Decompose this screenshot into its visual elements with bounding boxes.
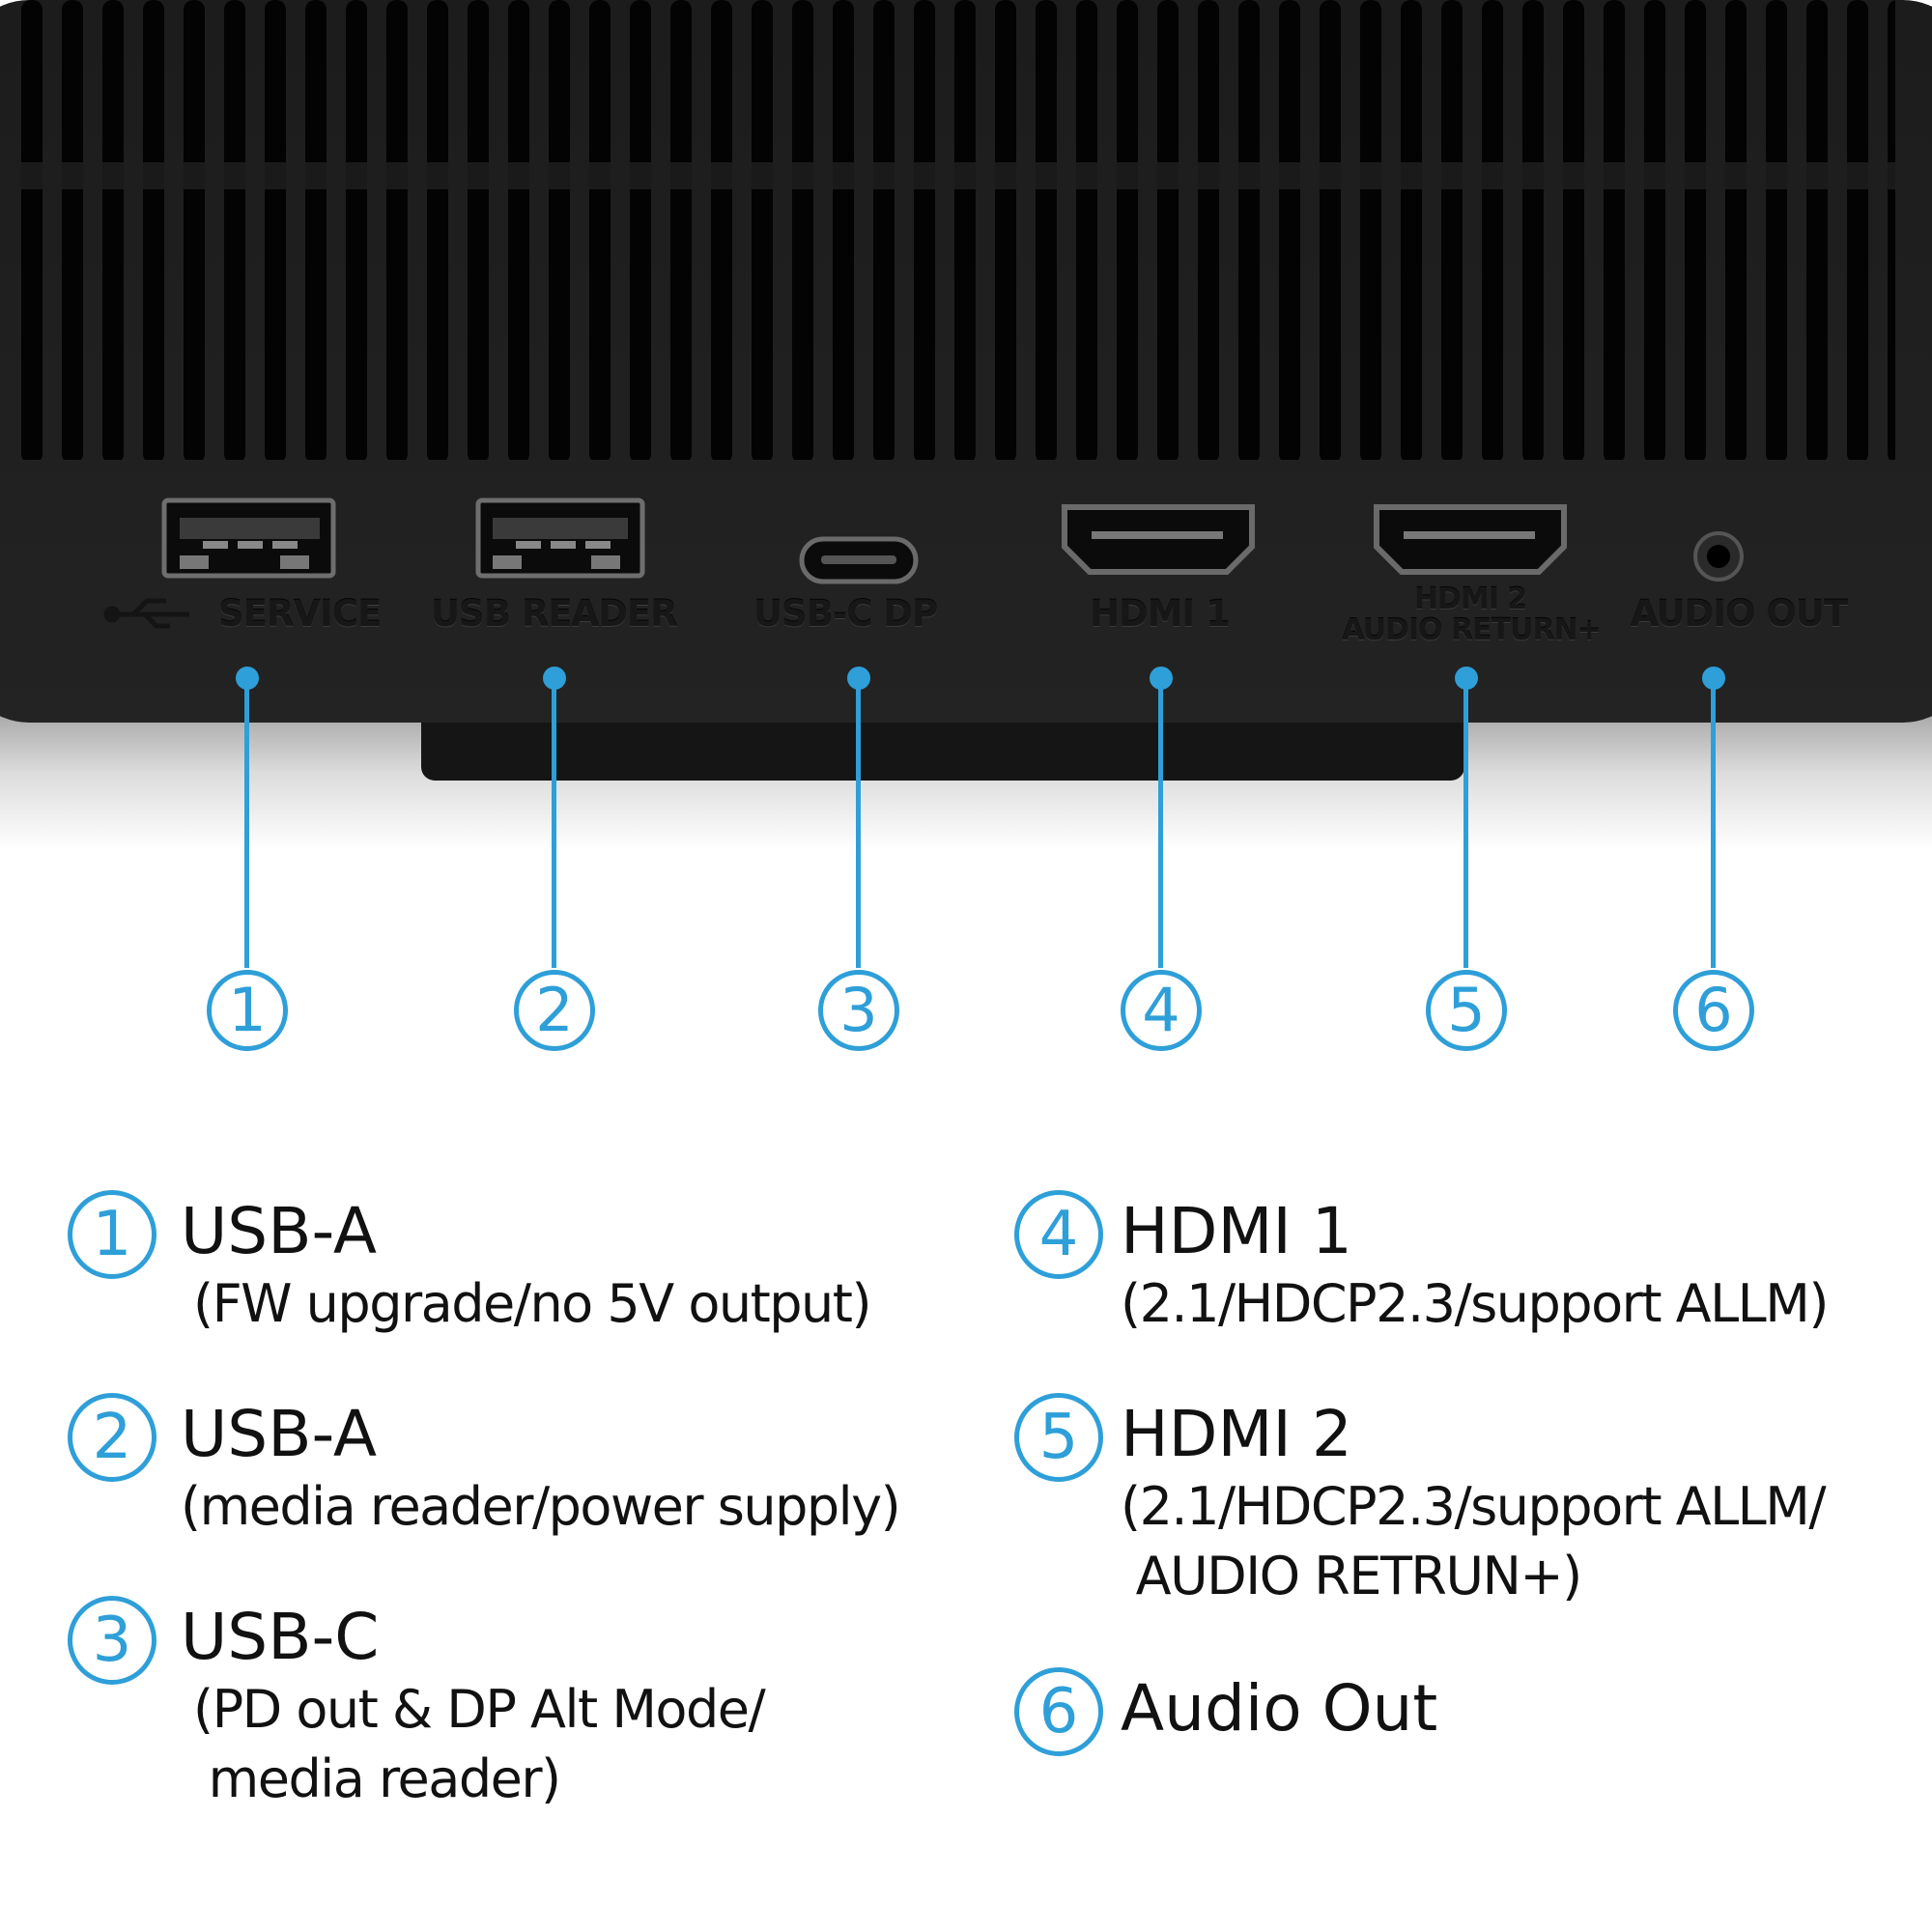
usb-symbol-icon: [103, 598, 189, 629]
legend-desc-1: (FW upgrade/no 5V output): [193, 1273, 872, 1334]
callout-number-5: 5: [1426, 970, 1507, 1051]
callout-dot-4: [1150, 667, 1173, 690]
legend-badge-5: 5: [1014, 1393, 1103, 1482]
projector-back-panel: [0, 0, 1932, 850]
callout-dot-6: [1702, 667, 1725, 690]
callout-line-3: [856, 678, 861, 968]
usb-c-port: [799, 536, 919, 584]
legend-desc-3: (PD out & DP Alt Mode/ media reader): [193, 1679, 766, 1809]
legend-title-2: USB-A: [181, 1397, 377, 1471]
legend-title-4: HDMI 1: [1121, 1194, 1352, 1268]
legend-badge-1: 1: [68, 1190, 156, 1279]
device-label-audio-out: AUDIO OUT: [1631, 593, 1848, 635]
callout-number-4: 4: [1121, 970, 1202, 1051]
callout-number-1: 1: [207, 970, 288, 1051]
device-label-usb-c-dp: USB-C DP: [753, 593, 938, 635]
audio-out-jack: [1693, 531, 1744, 582]
legend-badge-6: 6: [1014, 1667, 1103, 1756]
callout-line-4: [1158, 678, 1163, 968]
device-label-usb-reader: USB READER: [431, 593, 678, 635]
legend-badge-4: 4: [1014, 1190, 1103, 1279]
ventilation-grille: [21, 0, 1895, 460]
callout-dot-3: [847, 667, 870, 690]
legend-badge-2: 2: [68, 1393, 156, 1482]
legend-title-5: HDMI 2: [1121, 1397, 1352, 1471]
legend-badge-3: 3: [68, 1596, 156, 1685]
callout-dot-5: [1455, 667, 1478, 690]
usb-a-reader-port: [475, 497, 645, 579]
callout-dot-1: [236, 667, 259, 690]
hdmi-1-port: [1062, 504, 1255, 575]
callout-line-1: [244, 678, 249, 968]
callout-line-2: [552, 678, 556, 968]
callout-number-2: 2: [514, 970, 595, 1051]
callout-number-6: 6: [1673, 970, 1754, 1051]
callout-dot-2: [543, 667, 566, 690]
legend-title-1: USB-A: [181, 1194, 377, 1268]
device-label-hdmi-1: HDMI 1: [1090, 593, 1231, 635]
legend-title-3: USB-C: [181, 1600, 380, 1674]
callout-line-6: [1711, 678, 1716, 968]
device-label-service: SERVICE: [218, 593, 382, 635]
hdmi-2-port: [1374, 504, 1567, 575]
device-label-audio-return: AUDIO RETURN+: [1342, 613, 1601, 647]
legend-desc-4: (2.1/HDCP2.3/support ALLM): [1121, 1273, 1829, 1334]
callout-line-5: [1463, 678, 1468, 968]
legend-desc-5: (2.1/HDCP2.3/support ALLM/ AUDIO RETRUN+…: [1121, 1476, 1827, 1606]
legend-desc-2: (media reader/power supply): [181, 1476, 901, 1537]
device-label-hdmi-2: HDMI 2: [1413, 582, 1527, 616]
legend-title-6: Audio Out: [1121, 1671, 1438, 1746]
usb-a-service-port: [161, 497, 336, 579]
callout-number-3: 3: [818, 970, 899, 1051]
